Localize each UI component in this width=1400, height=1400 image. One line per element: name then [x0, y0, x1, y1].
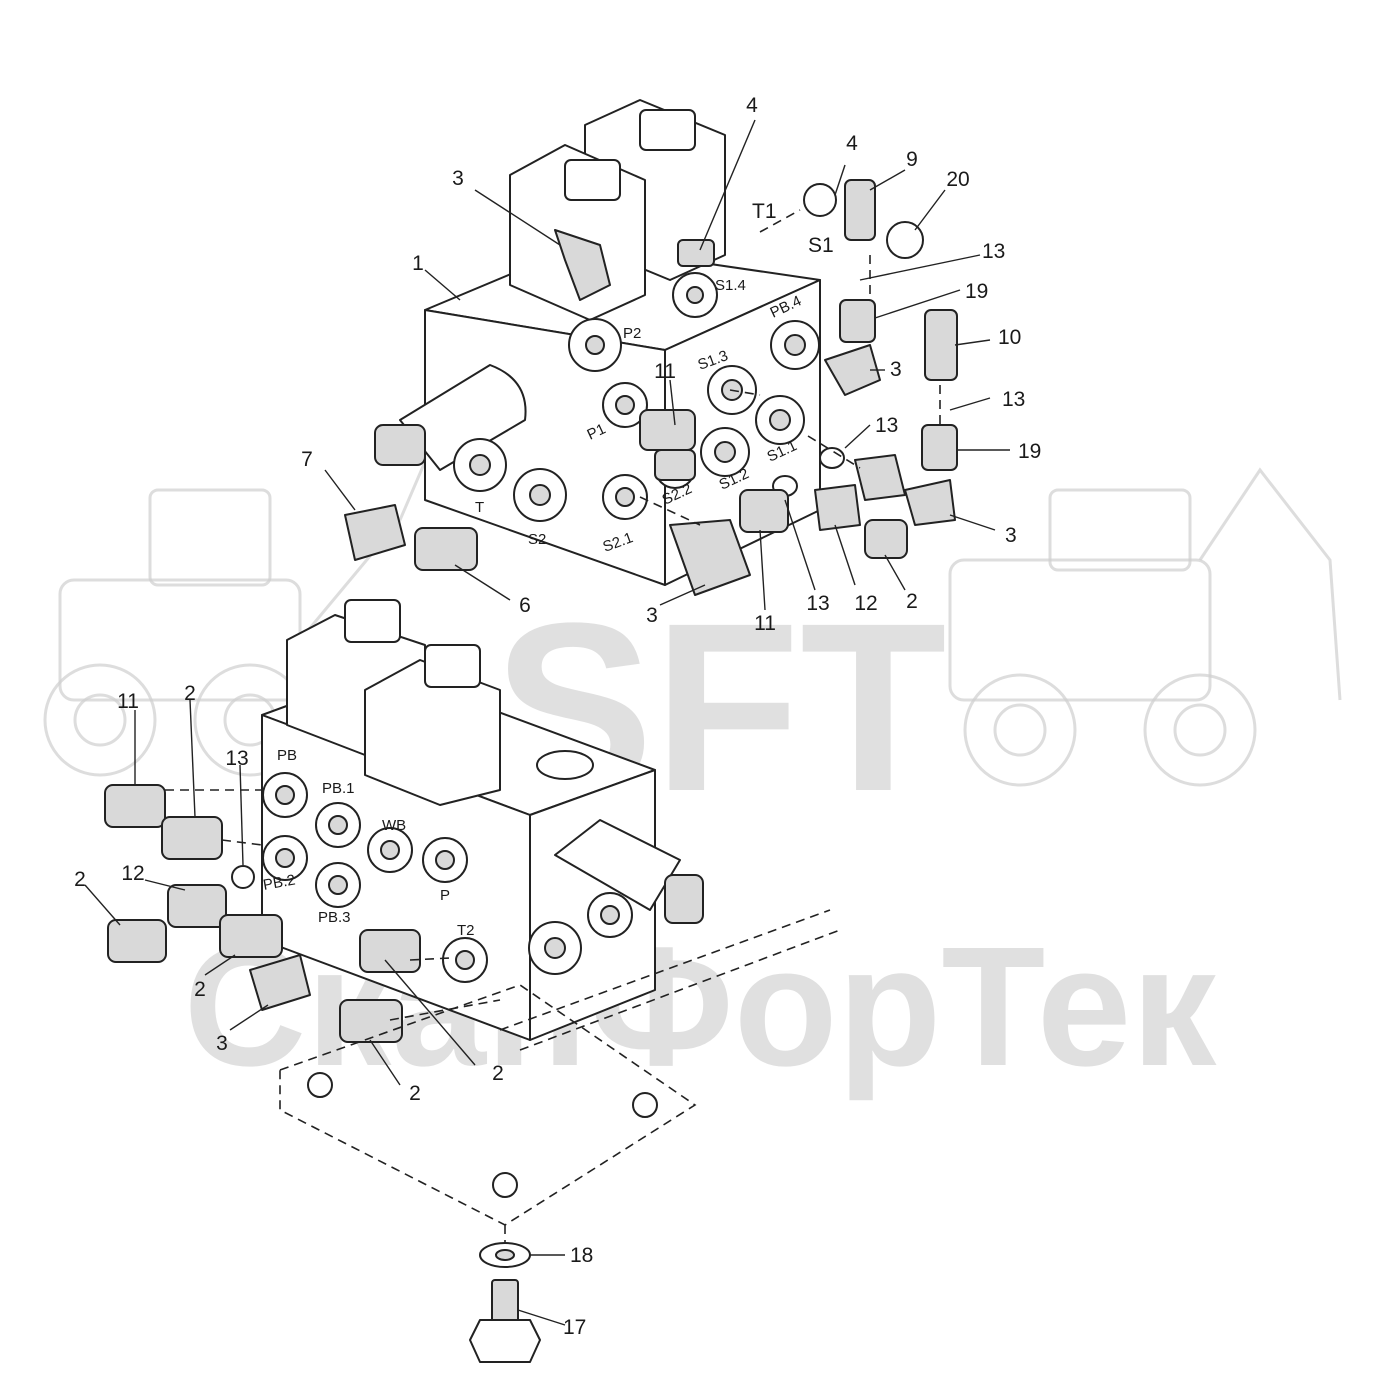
- port-P2: P2: [623, 325, 641, 342]
- port-WB: WB: [382, 817, 406, 834]
- callout-4-top: 4: [746, 94, 758, 117]
- callout-2-f: 2: [409, 1082, 421, 1105]
- callout-2-c: 2: [74, 868, 86, 891]
- lower-valve-block: [104, 599, 841, 1363]
- leader-lines: [84, 119, 1010, 1326]
- upper-ports: [453, 272, 820, 522]
- upper-fittings: [344, 179, 958, 596]
- callout-2-d: 2: [194, 978, 206, 1001]
- callout-3-e: 3: [216, 1032, 228, 1055]
- callout-2-e: 2: [492, 1062, 504, 1085]
- port-S1-4: S1.4: [715, 277, 746, 294]
- port-PB: PB: [277, 747, 297, 764]
- callouts-lower: 11 2 13 2 12 2 3 2 2 18 17: [74, 682, 593, 1339]
- lower-ports: [262, 772, 488, 983]
- callout-12-a: 12: [854, 592, 877, 615]
- callout-3-b: 3: [890, 358, 902, 381]
- callout-20: 20: [946, 168, 969, 191]
- port-PB-2: PB.2: [262, 872, 297, 894]
- port-P: P: [440, 887, 450, 904]
- callout-7: 7: [301, 448, 313, 471]
- port-T1: T1: [752, 200, 777, 223]
- callout-13-c: 13: [875, 414, 898, 437]
- callout-2-b: 2: [184, 682, 196, 705]
- callout-13-e: 13: [225, 747, 248, 770]
- port-T2: T2: [457, 922, 475, 939]
- callout-4-right: 4: [846, 132, 858, 155]
- port-PB-1: PB.1: [322, 780, 355, 797]
- lower-fittings: [104, 784, 421, 1043]
- callout-3-c: 3: [1005, 524, 1017, 547]
- callout-1: 1: [412, 252, 424, 275]
- callout-19-a: 19: [965, 280, 988, 303]
- callout-13-a: 13: [982, 240, 1005, 263]
- callout-13-d: 13: [806, 592, 829, 615]
- callout-11-b: 11: [754, 612, 776, 635]
- callout-19-b: 19: [1018, 440, 1041, 463]
- callout-6: 6: [519, 594, 531, 617]
- watermark-excavator-right: [948, 467, 1342, 787]
- callout-10: 10: [998, 326, 1021, 349]
- callout-2-a: 2: [906, 590, 918, 613]
- callout-9: 9: [906, 148, 918, 171]
- callout-3-d: 3: [646, 604, 658, 627]
- port-P1: P1: [585, 420, 609, 443]
- callout-11-c: 11: [117, 690, 139, 713]
- port-PB-3: PB.3: [318, 909, 351, 926]
- upper-valve-block: [344, 99, 958, 596]
- port-S2: S2: [528, 531, 546, 548]
- port-S1: S1: [808, 234, 834, 257]
- callout-11-a: 11: [654, 360, 676, 383]
- port-labels-upper: T1 S1 S1.4 P2 PB.4 S1.3 P1 S1.1 S1.2 S2.…: [475, 200, 834, 556]
- callouts-upper: 1 3 4 4 9 20 13 19 10 3 13 13 19 3 7 11 …: [301, 94, 1041, 635]
- callout-17: 17: [563, 1316, 586, 1339]
- callout-12-b: 12: [121, 862, 144, 885]
- callout-3-top: 3: [452, 167, 464, 190]
- port-labels-lower: PB PB.1 WB P PB.2 PB.3 T2: [262, 747, 475, 939]
- port-T: T: [475, 499, 484, 516]
- callout-18: 18: [570, 1244, 593, 1267]
- callout-13-b: 13: [1002, 388, 1025, 411]
